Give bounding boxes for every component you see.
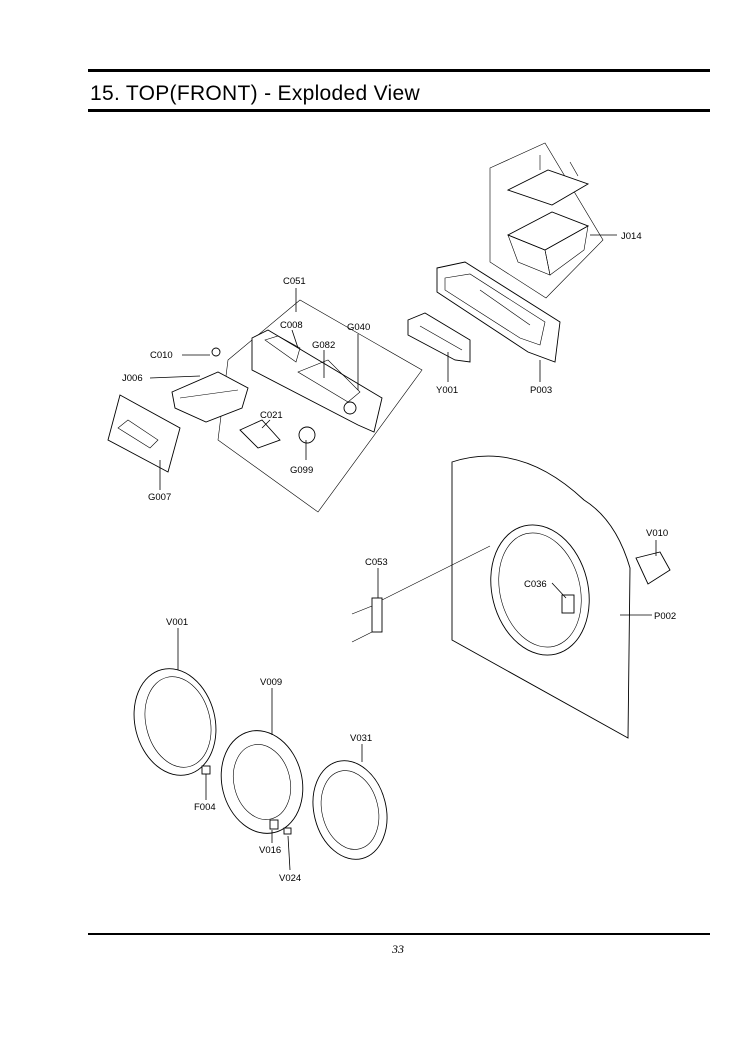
label-g007: G007 [148, 492, 171, 503]
leader-lines [149, 234, 657, 871]
part-v009-glass [220, 730, 304, 834]
label-c053: C053 [365, 557, 388, 568]
label-c008: C008 [280, 320, 303, 331]
label-v031: V031 [350, 733, 372, 744]
page-number: 33 [392, 942, 404, 956]
part-v001-ring [133, 668, 217, 776]
label-y001: Y001 [436, 385, 458, 396]
part-v024 [283, 827, 292, 835]
header-rule-bottom [88, 109, 710, 112]
label-g082: G082 [312, 340, 335, 351]
part-c053 [351, 545, 491, 643]
label-p002: P002 [654, 611, 676, 622]
label-j014: J014 [621, 231, 642, 242]
label-c051: C051 [283, 276, 306, 287]
part-j014-box [489, 142, 604, 299]
label-v009: V009 [260, 677, 282, 688]
part-p002-front-panel [451, 455, 631, 739]
label-c036: C036 [524, 579, 547, 590]
part-v016 [269, 819, 279, 830]
label-c010: C010 [150, 350, 173, 361]
part-g007-drawer [107, 394, 181, 473]
part-v010 [635, 551, 671, 585]
footer-rule [88, 933, 710, 935]
label-c021: C021 [260, 410, 283, 421]
label-p003: P003 [530, 385, 552, 396]
part-c051-panel [217, 299, 423, 513]
part-c036 [561, 594, 575, 614]
label-j006: J006 [122, 373, 143, 384]
label-v016: V016 [259, 845, 281, 856]
label-g040: G040 [347, 322, 370, 333]
part-f004 [201, 765, 211, 775]
label-f004: F004 [194, 802, 216, 813]
part-j006-housing [171, 347, 249, 423]
label-v024: V024 [279, 873, 301, 884]
part-v031-ring [312, 760, 388, 860]
label-v010: V010 [646, 528, 668, 539]
part-y001-pcb [407, 312, 471, 363]
label-g099: G099 [290, 465, 313, 476]
label-v001: V001 [166, 617, 188, 628]
part-p003-frame [436, 261, 561, 363]
page-title: 15. TOP(FRONT) - Exploded View [90, 82, 420, 105]
header-rule-top [88, 69, 710, 72]
